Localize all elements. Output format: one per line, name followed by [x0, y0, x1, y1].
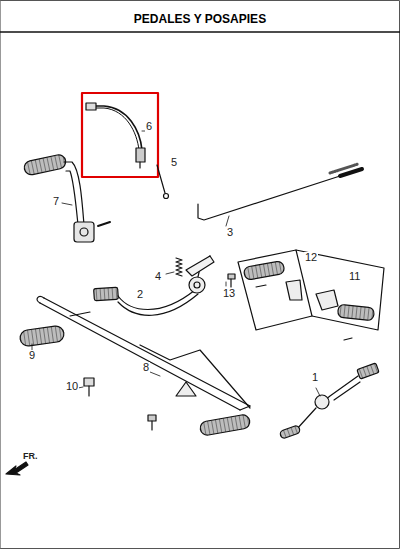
callout-number: 12 [304, 252, 318, 263]
callout-number: 7 [52, 196, 60, 207]
callout-number: 3 [226, 227, 234, 238]
callout-number: 1 [311, 372, 319, 383]
callout-number: 8 [142, 362, 150, 373]
page-title: PEDALES Y POSAPIES [0, 12, 400, 26]
callout-number: 13 [222, 288, 236, 299]
callout-number: 11 [348, 271, 361, 282]
callout-number: 9 [28, 350, 36, 361]
direction-label: FR. [22, 452, 39, 461]
callout-number: 4 [154, 271, 162, 282]
callout-number: 6 [145, 121, 153, 132]
callout-number: 2 [136, 289, 144, 300]
callout-number: 10 [65, 381, 79, 392]
callout-number: 5 [170, 157, 178, 168]
